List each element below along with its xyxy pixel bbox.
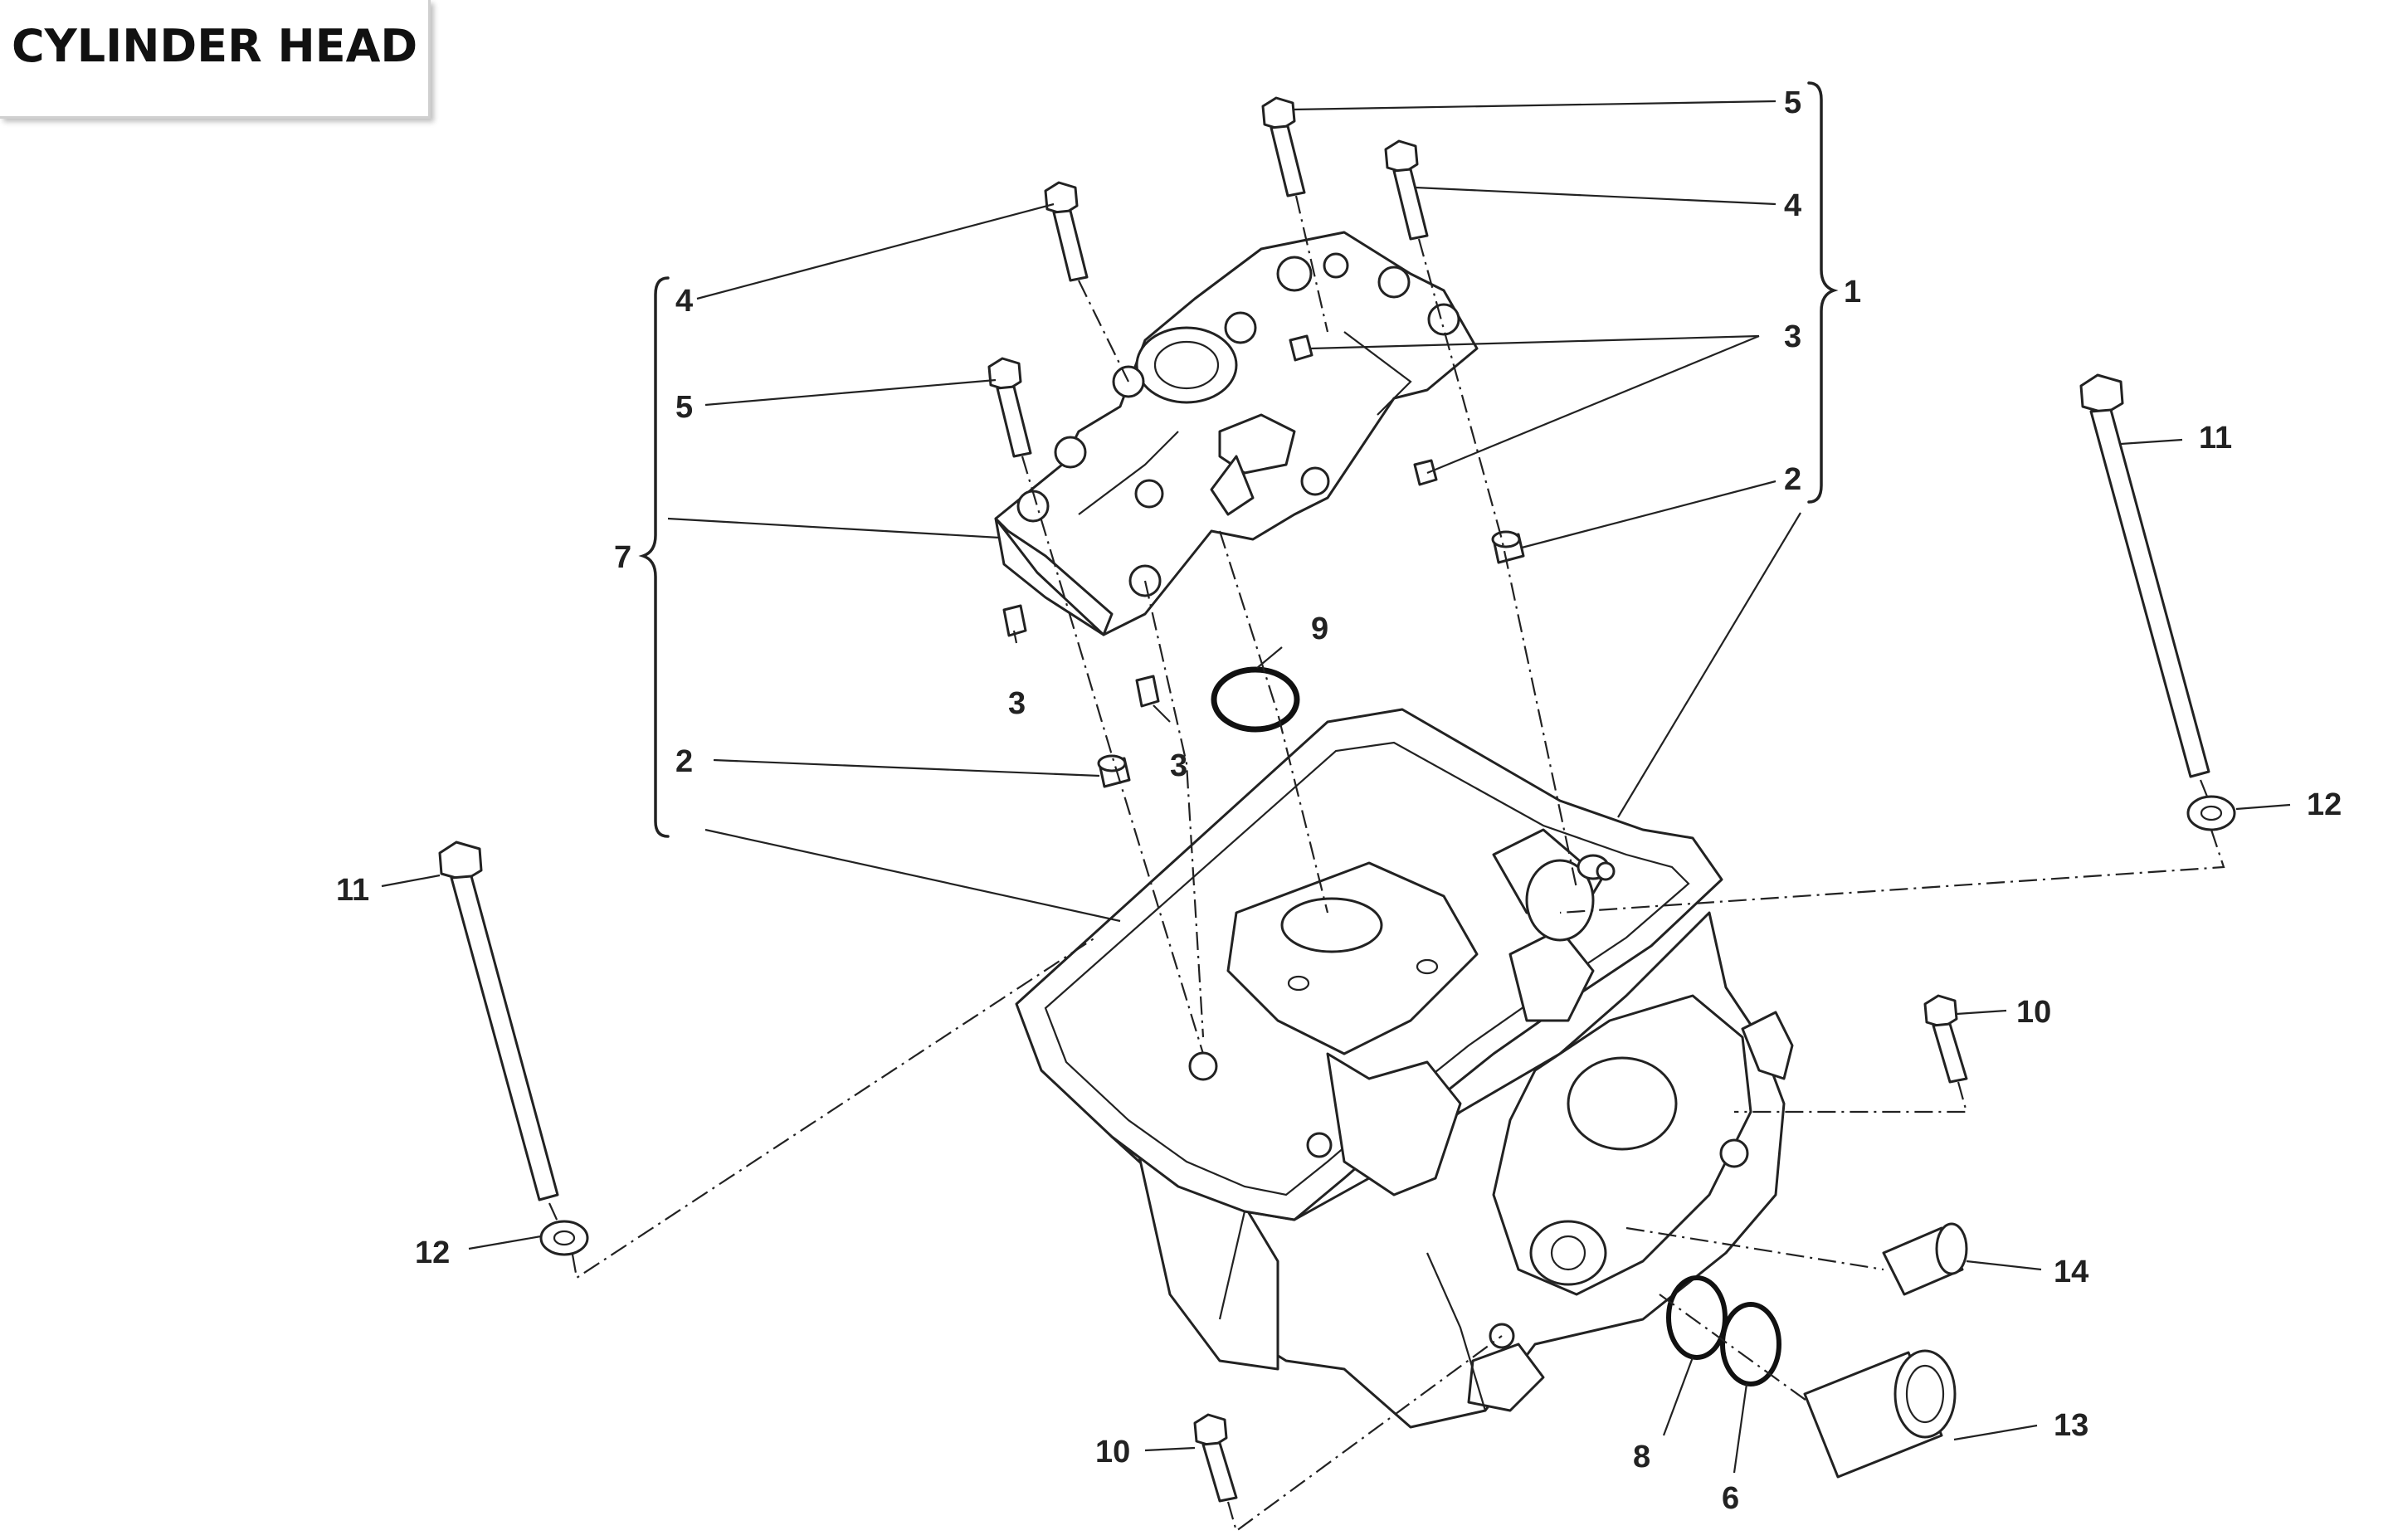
- callout-labels: 5 4 1 3 2 4 5 7 9 3 3 2 11 12 11 12 10 1…: [336, 85, 2342, 1516]
- dowel-2-right: [1491, 530, 1525, 564]
- assembly-lines: [548, 195, 2225, 1533]
- washer-12-left: [539, 1220, 589, 1256]
- callout-3-a: 3: [1008, 686, 1026, 721]
- callout-11-right: 11: [2199, 421, 2232, 456]
- brace-group-7: [638, 276, 670, 838]
- cylinder-head: [1015, 708, 1794, 1429]
- bolt-5-top: [1261, 96, 1306, 197]
- plug-3-c: [1289, 334, 1313, 362]
- plug-3-b: [1135, 675, 1160, 708]
- o-ring-9: [1211, 666, 1300, 733]
- ring-8: [1666, 1275, 1728, 1360]
- callout-10-bottom: 10: [1095, 1435, 1130, 1469]
- bolt-4-left: [1044, 181, 1089, 282]
- bearing-14: [1882, 1222, 1968, 1296]
- callout-2-left: 2: [675, 744, 693, 779]
- brace-group-1: [1807, 81, 1839, 504]
- cam-carrier: [994, 231, 1479, 636]
- ring-6: [1720, 1302, 1781, 1386]
- plug-3-a: [1002, 604, 1027, 637]
- callout-14: 14: [2054, 1255, 2088, 1289]
- dowel-2-left: [1097, 754, 1131, 788]
- callout-11-left: 11: [336, 873, 369, 908]
- callout-6: 6: [1722, 1481, 1739, 1516]
- bolt-10-right: [1923, 994, 1968, 1084]
- callout-4-top: 4: [1784, 188, 1801, 223]
- stud-11-right: [2079, 373, 2210, 778]
- callout-2-right: 2: [1784, 462, 1801, 497]
- callout-5-left: 5: [675, 390, 693, 425]
- callout-3-b: 3: [1170, 748, 1187, 783]
- leader-lines: [381, 100, 2291, 1474]
- callout-10-right: 10: [2016, 995, 2051, 1030]
- callout-1: 1: [1844, 275, 1861, 309]
- callout-13: 13: [2054, 1408, 2088, 1443]
- callout-8: 8: [1633, 1440, 1650, 1474]
- stud-11-left: [438, 841, 559, 1201]
- callout-9: 9: [1311, 612, 1328, 646]
- washer-12-right: [2186, 795, 2236, 831]
- bolt-4-top: [1384, 139, 1429, 241]
- plug-3-d: [1413, 459, 1438, 486]
- bolt-5-left: [987, 357, 1032, 458]
- callout-12-left: 12: [415, 1235, 450, 1270]
- callout-12-right: 12: [2307, 787, 2342, 822]
- callout-4-left: 4: [675, 284, 693, 319]
- callout-7: 7: [614, 540, 631, 575]
- callout-5-top: 5: [1784, 85, 1801, 120]
- sleeve-13: [1803, 1349, 1957, 1479]
- callout-3-right: 3: [1784, 319, 1801, 354]
- page-title: CYLINDER HEAD: [12, 20, 418, 72]
- bolt-10-bottom: [1193, 1413, 1238, 1503]
- title-box: CYLINDER HEAD: [0, 0, 431, 119]
